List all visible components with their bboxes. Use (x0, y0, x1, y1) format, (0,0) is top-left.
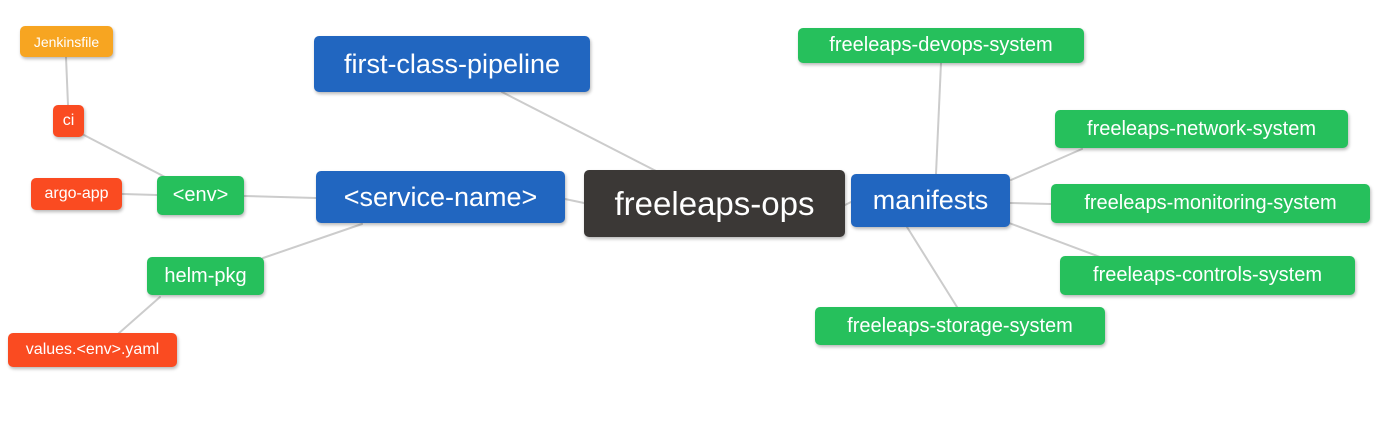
node-service-name[interactable]: <service-name> (316, 171, 565, 223)
edge-manifests-to-freeleaps-monitoring-system (1009, 202, 1052, 205)
node-ci[interactable]: ci (53, 105, 84, 137)
edge-first-class-pipeline-to-freeleaps-ops (501, 91, 659, 173)
edge-manifests-to-freeleaps-storage-system (906, 226, 958, 308)
edge-manifests-to-freeleaps-controls-system (1008, 222, 1101, 258)
node-freeleaps-controls-system[interactable]: freeleaps-controls-system (1060, 256, 1355, 295)
edge-service-name-to-freeleaps-ops (564, 198, 585, 204)
edge-ci-to-env (81, 133, 166, 178)
node-jenkinsfile[interactable]: Jenkinsfile (20, 26, 113, 57)
node-manifests[interactable]: manifests (851, 174, 1010, 227)
edge-manifests-to-freeleaps-network-system (1010, 148, 1083, 181)
node-freeleaps-network-system[interactable]: freeleaps-network-system (1055, 110, 1348, 148)
node-freeleaps-monitoring-system[interactable]: freeleaps-monitoring-system (1051, 184, 1370, 223)
node-freeleaps-storage-system[interactable]: freeleaps-storage-system (815, 307, 1105, 345)
node-helm-pkg[interactable]: helm-pkg (147, 257, 264, 295)
edge-jenkinsfile-to-ci (65, 56, 69, 106)
edge-values-env-yaml-to-helm-pkg (117, 296, 161, 335)
node-env[interactable]: <env> (157, 176, 244, 215)
edge-helm-pkg-to-service-name (262, 223, 363, 259)
node-first-class-pipeline[interactable]: first-class-pipeline (314, 36, 590, 92)
node-freeleaps-ops[interactable]: freeleaps-ops (584, 170, 845, 237)
edge-argo-app-to-env (121, 193, 158, 196)
node-freeleaps-devops-system[interactable]: freeleaps-devops-system (798, 28, 1084, 63)
node-values-env-yaml[interactable]: values.<env>.yaml (8, 333, 177, 367)
node-argo-app[interactable]: argo-app (31, 178, 122, 210)
edge-freeleaps-ops-to-manifests (844, 201, 852, 206)
edge-env-to-service-name (243, 195, 317, 199)
edge-manifests-to-freeleaps-devops-system (935, 62, 942, 175)
